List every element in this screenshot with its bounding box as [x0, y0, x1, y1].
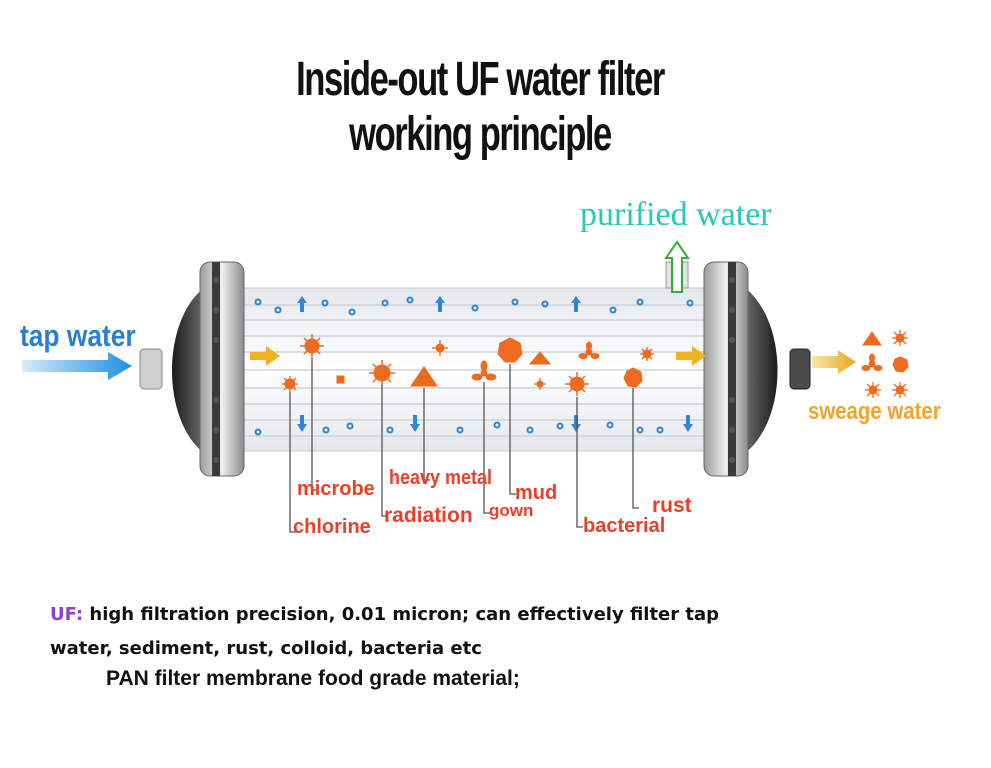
mud-particle: [497, 337, 523, 363]
radiation-particle-2: [534, 378, 546, 390]
heavy-metal-particle: [410, 366, 438, 387]
diagram-title: Inside-out UF water filter working princ…: [296, 53, 665, 161]
up-flow-arrows: [297, 296, 581, 312]
microbe-particle-4: [640, 347, 654, 361]
purified-water-label: purified water: [580, 196, 772, 233]
leader-lines: [289, 358, 639, 533]
radiation-particle-1: [432, 340, 448, 356]
gown-label: gown: [489, 501, 534, 520]
microbe-particle-2: [282, 376, 298, 392]
sweage-arrow-icon: [812, 350, 856, 374]
description-line-2: water, sediment, rust, colloid, bacteria…: [50, 638, 482, 659]
microbe-label: microbe: [297, 478, 375, 500]
down-flow-arrows: [297, 415, 693, 432]
microbe-particle-1: [300, 334, 324, 358]
bacterial-particle: [565, 372, 589, 396]
bacterial-label: bacterial: [583, 515, 666, 537]
microbe-particle-3: [369, 360, 395, 386]
sweage-particles: [861, 330, 909, 398]
contaminant-particles: [282, 334, 654, 396]
radiation-label: radiation: [384, 504, 473, 527]
water-molecules: [254, 296, 694, 436]
sweage-water-label: sweage water: [808, 398, 941, 425]
membrane-fibers: [238, 304, 710, 437]
tap-water-label: tap water: [20, 318, 136, 353]
left-end-cap: [139, 261, 245, 477]
gown-particle-2: [578, 341, 600, 359]
gown-particle: [471, 360, 497, 381]
outlet-flow-arrow-icon: [676, 346, 706, 366]
triangle-particle-2: [528, 351, 552, 365]
purified-arrow-icon: [664, 240, 690, 293]
rust-label: rust: [652, 494, 692, 517]
description-line-3: PAN filter membrane food grade material;: [106, 667, 520, 690]
description-line-1: UF: high filtration precision, 0.01 micr…: [50, 604, 719, 625]
description-text-1: high filtration precision, 0.01 micron; …: [83, 604, 720, 625]
inlet-flow-arrow-icon: [250, 346, 280, 366]
rust-particle: [623, 367, 643, 388]
uf-label: UF:: [50, 604, 84, 625]
right-end-cap: [703, 261, 811, 477]
mud-label: mud: [515, 482, 558, 504]
heavy-metal-label: heavy metal: [389, 467, 493, 489]
tap-arrow-icon: [22, 352, 132, 380]
chlorine-label: chlorine: [293, 516, 371, 538]
chlorine-particle: [336, 375, 345, 384]
